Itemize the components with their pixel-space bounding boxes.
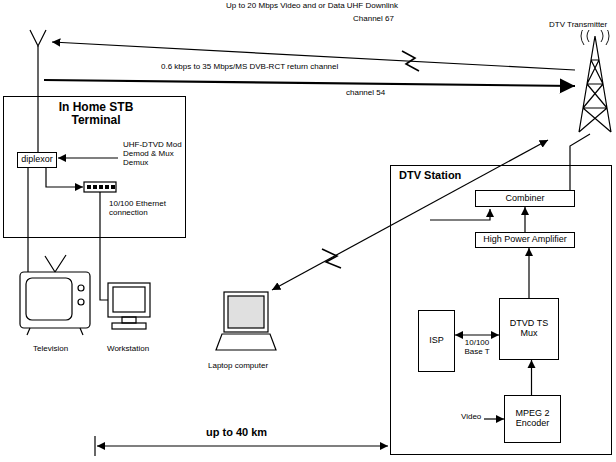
- signal-connector: [524, 207, 525, 232]
- antenna-mast: [37, 46, 38, 152]
- keyboard: [112, 323, 146, 329]
- downlink-line: [52, 42, 575, 70]
- box-label: Combiner: [505, 194, 544, 204]
- tv-antenna: [45, 255, 66, 272]
- box-label: DTVD TS Mux: [502, 319, 556, 339]
- signal-connector: [531, 360, 532, 395]
- laptop-base: [216, 334, 276, 350]
- antenna-symbol: [30, 30, 46, 46]
- terminal-enclosure: In Home STB TerminalUHF-DTVD Mod Demod &…: [3, 96, 186, 238]
- isp-box: ISP: [418, 310, 455, 372]
- monitor-stand: [122, 317, 136, 323]
- hub-port: [87, 185, 91, 189]
- diplexor-box: diplexor: [17, 152, 57, 168]
- text-label: 10/100 Ethernet connection: [108, 200, 172, 218]
- station-enclosure: DTV StationCombinerHigh Power AmplifierI…: [390, 165, 612, 455]
- box-label: MPEG 2 Encoder: [507, 409, 558, 429]
- laptop-icon: [224, 292, 268, 332]
- video-input: [484, 418, 504, 419]
- module-label: UHF-DTVD Mod Demod & Mux Demux: [123, 141, 183, 167]
- text-label: up to 40 km: [205, 426, 268, 438]
- transmitter-tower: [579, 36, 611, 132]
- lightning-bolt: [402, 51, 419, 71]
- signal-line: [58, 157, 118, 158]
- encoder-box: MPEG 2 Encoder: [504, 395, 561, 443]
- tv-cable: [27, 168, 28, 272]
- mux-box: DTVD TS Mux: [499, 298, 559, 360]
- text-label: Channel 67: [352, 15, 395, 24]
- dimension-line: [97, 445, 388, 446]
- edge-label: 10/100 Base T: [458, 339, 496, 357]
- text-label: DTV Transmitter: [548, 21, 608, 30]
- text-label: Video: [460, 413, 482, 422]
- station-title: DTV Station: [399, 169, 489, 181]
- workstation-icon: [108, 283, 150, 317]
- monitor-screen: [113, 287, 145, 312]
- tv-knob: [78, 299, 84, 305]
- box-label: High Power Amplifier: [483, 235, 567, 245]
- text-label: 0.6 kbps to 35 Mbps/MS DVB-RCT return ch…: [160, 63, 339, 72]
- text-label: channel 54: [345, 89, 386, 98]
- signal-line: [430, 209, 490, 220]
- signal-line: [46, 168, 83, 187]
- return-line: [44, 80, 575, 86]
- text-label: Laptop computer: [207, 362, 269, 371]
- radio-waves: [581, 27, 609, 45]
- terminal-title: In Home STB Terminal: [56, 101, 136, 127]
- hub-port: [105, 185, 109, 189]
- television-icon: [20, 272, 90, 328]
- signal-connector: [455, 334, 499, 335]
- ethernet-hub: [84, 182, 116, 192]
- laptop-screen: [228, 296, 264, 328]
- box-label: ISP: [429, 336, 444, 346]
- tv-legs: [27, 328, 83, 335]
- hub-port: [99, 185, 103, 189]
- lightning-bolt: [322, 249, 341, 268]
- hub-port: [93, 185, 97, 189]
- amplifier-box: High Power Amplifier: [475, 232, 575, 248]
- dimension-tick: [94, 436, 95, 456]
- tv-knob: [78, 285, 84, 291]
- combiner-box: Combiner: [475, 190, 575, 207]
- text-label: Workstation: [106, 345, 150, 354]
- feed-line: [570, 134, 590, 190]
- text-label: Up to 20 Mbps Video and or Data UHF Down…: [225, 2, 399, 11]
- hub-port: [111, 185, 115, 189]
- box-label: diplexor: [21, 155, 53, 165]
- ethernet-cable: [100, 192, 108, 300]
- signal-connector: [528, 248, 529, 298]
- text-label: Television: [32, 345, 69, 354]
- wireless-link: [272, 140, 548, 290]
- tv-screen: [26, 278, 72, 320]
